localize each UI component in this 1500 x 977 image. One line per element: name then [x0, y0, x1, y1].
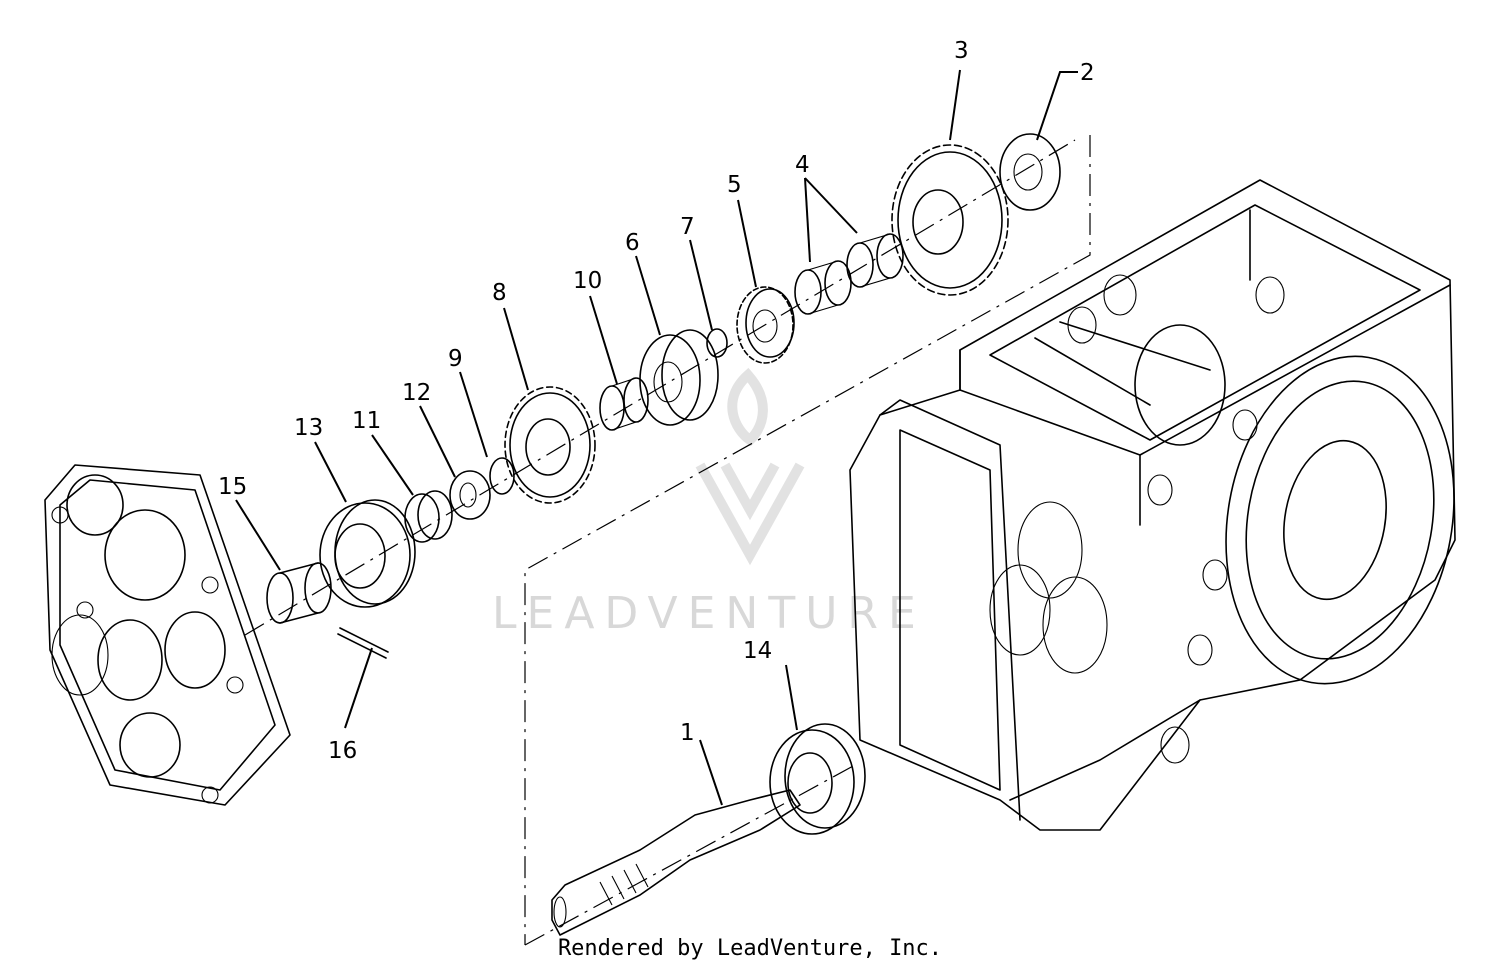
callout-11: 11 [352, 408, 381, 434]
callout-3: 3 [954, 38, 969, 64]
callout-14: 14 [743, 638, 772, 664]
callout-13: 13 [294, 415, 323, 441]
part-10-needle-bearing [599, 377, 649, 431]
watermark-logo-icon [695, 367, 805, 566]
callout-7: 7 [680, 214, 695, 240]
part-2-thrust-washer [999, 133, 1061, 211]
part-3-gear [891, 144, 1009, 296]
callout-4: 4 [795, 152, 810, 178]
part-6-collar [639, 329, 719, 426]
part-4-needle-bearings [794, 233, 904, 315]
callout-16: 16 [328, 738, 357, 764]
callout-5: 5 [727, 172, 742, 198]
transmission-housing [849, 179, 1456, 831]
watermark: LEADVENTURE [492, 367, 926, 639]
leader-lines [235, 69, 1078, 806]
callout-labels: 1 2 3 4 5 6 7 8 9 10 11 12 13 14 15 16 [218, 38, 1095, 764]
part-12-washer [449, 470, 491, 520]
part-15-sleeve [266, 562, 332, 624]
part-14-bearing [769, 723, 866, 835]
part-9-ring [489, 457, 515, 495]
part-1-shaft [551, 789, 801, 936]
callout-10: 10 [573, 268, 602, 294]
callout-2: 2 [1080, 60, 1095, 86]
callout-6: 6 [625, 230, 640, 256]
watermark-text: LEADVENTURE [492, 588, 926, 639]
callout-1: 1 [680, 720, 695, 746]
part-13-bearing [319, 499, 416, 608]
axis-lines [244, 135, 1091, 946]
part-7-ring [706, 328, 728, 358]
callout-9: 9 [448, 346, 463, 372]
front-cover [44, 464, 291, 806]
part-11-spacer [404, 490, 453, 543]
part-8-gear [504, 386, 596, 504]
callout-15: 15 [218, 474, 247, 500]
callout-8: 8 [492, 280, 507, 306]
render-credit: Rendered by LeadVenture, Inc. [557, 936, 943, 961]
part-5-hub [736, 286, 795, 364]
callout-12: 12 [402, 380, 431, 406]
part-16-pin [337, 627, 389, 659]
